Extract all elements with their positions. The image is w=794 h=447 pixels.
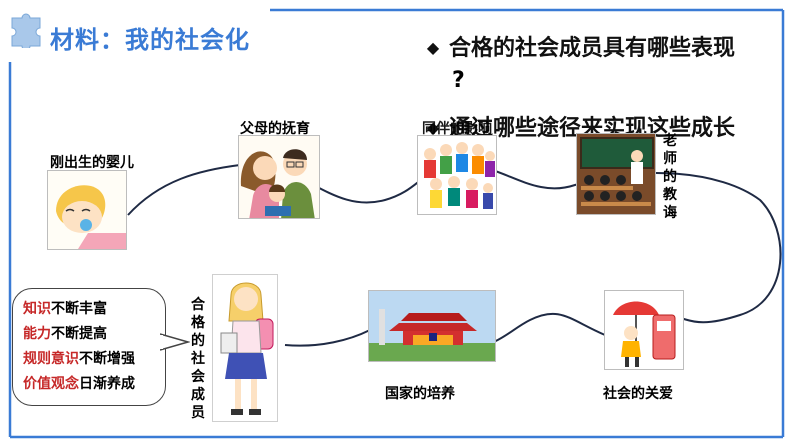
label-member: 合格的社会成员 bbox=[191, 297, 205, 421]
label-society: 社会的关爱 bbox=[603, 386, 673, 402]
parents-image bbox=[238, 135, 320, 219]
question-1: ◆ 合格的社会成员具有哪些表现 bbox=[425, 30, 735, 62]
quality-rest: 不断丰富 bbox=[51, 301, 107, 317]
diamond-bullet-icon: ◆ bbox=[426, 38, 440, 57]
quality-rest: 不断增强 bbox=[79, 351, 135, 367]
quality-highlight: 能力 bbox=[23, 326, 51, 342]
nation-image bbox=[368, 290, 496, 362]
label-parents: 父母的抚育 bbox=[240, 121, 310, 137]
quality-item: 能力不断提高 bbox=[23, 322, 155, 347]
member-image bbox=[212, 274, 278, 422]
quality-item: 价值观念日渐养成 bbox=[23, 372, 155, 397]
quality-highlight: 规则意识 bbox=[23, 351, 79, 367]
quality-item: 规则意识不断增强 bbox=[23, 347, 155, 372]
label-newborn: 刚出生的婴儿 bbox=[50, 155, 134, 171]
label-teacher: 老师的教诲 bbox=[663, 133, 677, 221]
page-title: 材料：我的社会化 bbox=[50, 26, 250, 54]
newborn-image bbox=[47, 170, 127, 250]
quality-highlight: 价值观念 bbox=[23, 376, 79, 392]
puzzle-icon bbox=[11, 13, 41, 48]
qualities-callout: 知识不断丰富 能力不断提高 规则意识不断增强 价值观念日渐养成 bbox=[12, 288, 166, 406]
society-image bbox=[604, 290, 684, 370]
quality-highlight: 知识 bbox=[23, 301, 51, 317]
quality-rest: 不断提高 bbox=[51, 326, 107, 342]
quality-rest: 日渐养成 bbox=[79, 376, 135, 392]
label-nation: 国家的培养 bbox=[385, 386, 455, 402]
question-1-text: 合格的社会成员具有哪些表现 bbox=[449, 36, 736, 61]
label-peers: 同伴的影响 bbox=[422, 121, 492, 137]
question-1-mark: ? bbox=[452, 68, 465, 93]
teacher-image bbox=[576, 133, 656, 215]
diamond-bullet-icon: ◆ bbox=[426, 118, 440, 137]
callout-pointer bbox=[160, 333, 190, 351]
peers-image bbox=[417, 135, 497, 215]
quality-item: 知识不断丰富 bbox=[23, 297, 155, 322]
